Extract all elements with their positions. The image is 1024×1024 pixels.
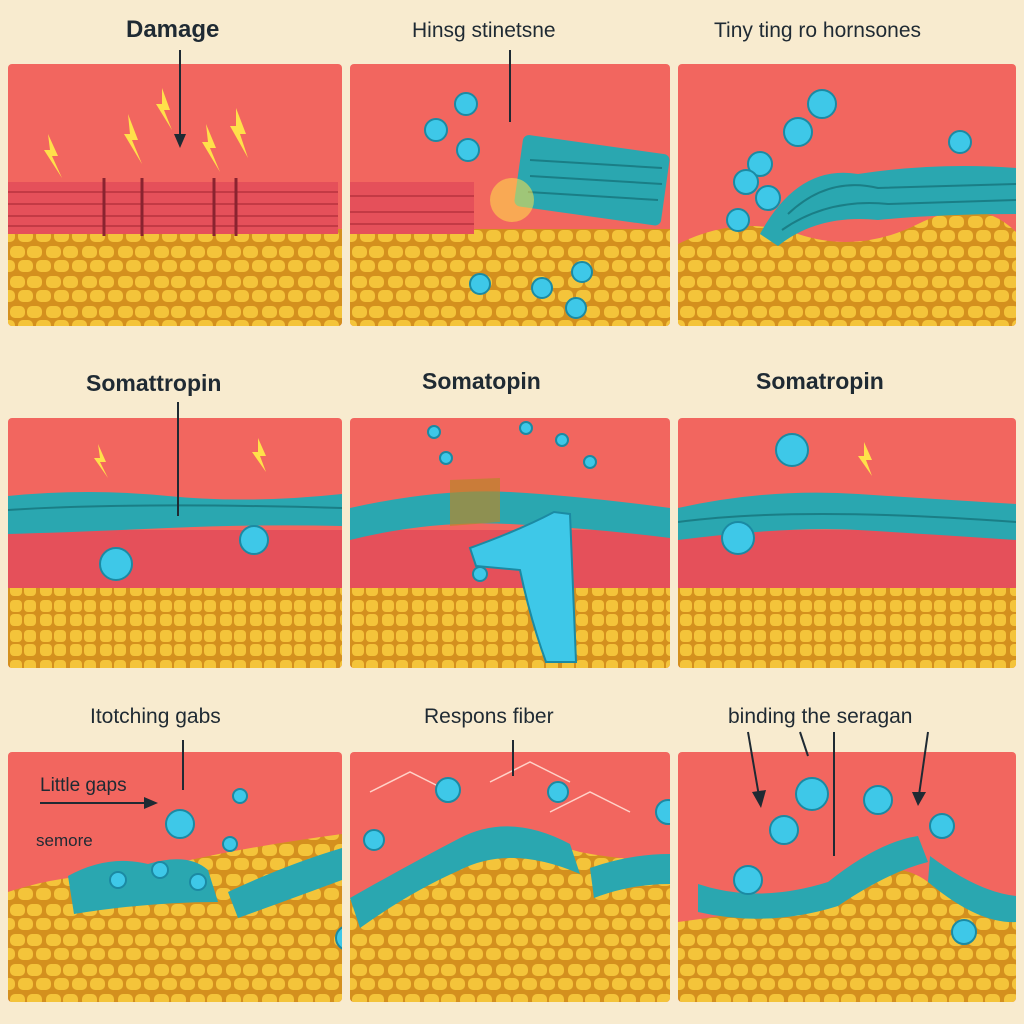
panel-7-itotching-gabs (8, 752, 342, 1002)
pointer-arrow-icon (182, 740, 184, 790)
spark-icon (94, 438, 266, 478)
pointer-arrow-icon (512, 740, 514, 776)
spark-icon (858, 442, 872, 476)
panel-3-tiny-hormones (678, 64, 1016, 326)
callout-little-gaps: Little gaps (40, 775, 127, 796)
panel-title-tiny-hormones: Tiny ting ro hornsones (714, 19, 921, 42)
hormone-molecule-icon (726, 89, 972, 232)
panel-8-respons-fiber (350, 752, 670, 1002)
panel-title-damage: Damage (126, 16, 220, 43)
hormone-molecule-icon (99, 525, 269, 581)
hormone-molecule-icon (733, 777, 977, 945)
panel-title-somattropin: Somattropin (86, 370, 222, 396)
hormone-molecule-icon (363, 777, 670, 851)
panel-title-respons-fiber: Respons fiber (424, 705, 554, 728)
panel-9-binding (678, 752, 1016, 1002)
panel-2-hinsg (350, 64, 670, 326)
hormone-molecule-icon (424, 92, 593, 319)
pointer-arrow-icon (747, 731, 929, 856)
repair-tool-icon (468, 510, 578, 663)
pointer-arrow-icon (509, 50, 511, 122)
panel-title-somatropin: Somatropin (756, 368, 884, 394)
callout-semore: semore (36, 831, 93, 850)
panel-title-itotching-gabs: Itotching gabs (90, 705, 221, 728)
spark-icon (44, 88, 248, 178)
pointer-arrow-icon (40, 797, 158, 809)
panel-1-damage (8, 64, 342, 326)
panel-5-somatopin (350, 418, 670, 668)
panel-6-somatropin (678, 418, 1016, 668)
hormone-molecule-icon (109, 788, 342, 950)
panel-title-somatopin: Somatopin (422, 368, 541, 394)
hormone-molecule-icon (427, 421, 597, 582)
panel-title-binding: binding the seragan (728, 705, 913, 728)
pointer-arrow-icon (174, 50, 186, 148)
hormone-molecule-icon (721, 433, 809, 555)
panel-4-somattropin (8, 418, 342, 668)
panel-title-hinsg: Hinsg stinetsne (412, 19, 556, 42)
pointer-arrow-icon (177, 402, 179, 516)
